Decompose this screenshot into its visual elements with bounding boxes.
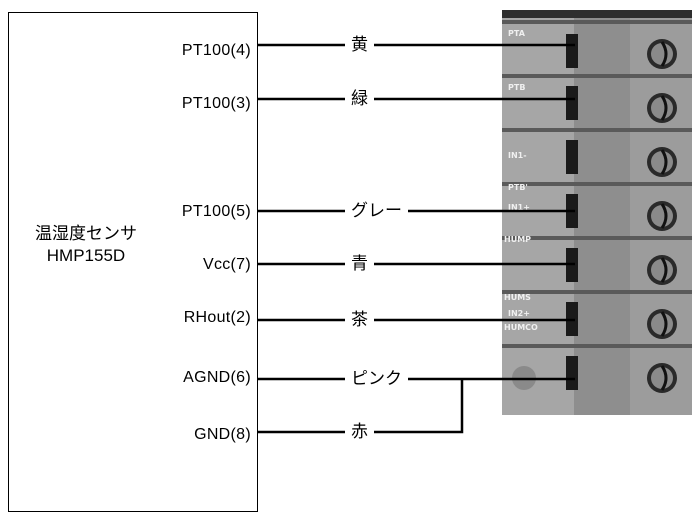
- sensor-box: 温湿度センサ HMP155D PT100(4) PT100(3) PT100(5…: [8, 12, 258, 512]
- wire-color-pink: ピンク: [345, 368, 408, 390]
- wire-color-yellow: 黄: [345, 34, 374, 56]
- terminal-label-in1m: IN1-: [508, 151, 527, 160]
- pin-label-rhout: RHout(2): [183, 309, 251, 326]
- sensor-name: 温湿度センサ HMP155D: [21, 223, 151, 267]
- pin-label-pt100-4: PT100(4): [181, 42, 251, 59]
- pin-label-pt100-3: PT100(3): [181, 95, 251, 112]
- terminal-label-hump: HUMP: [504, 235, 531, 244]
- terminal-label-in2p: IN2+: [508, 309, 530, 318]
- terminal-label-pta: PTA: [508, 29, 526, 38]
- sensor-name-line1: 温湿度センサ: [35, 224, 137, 243]
- wire-color-red: 赤: [345, 421, 374, 443]
- pin-label-pt100-5: PT100(5): [181, 203, 251, 220]
- wire-gnd: [258, 379, 464, 434]
- terminal-label-ptb2: PTB': [508, 183, 528, 192]
- pin-label-agnd: AGND(6): [183, 369, 251, 386]
- terminal-block-image: PTA PTB IN1- PTB' IN1+ HUMP HUMS IN2+ HU…: [502, 10, 692, 415]
- pin-label-gnd: GND(8): [194, 426, 251, 443]
- terminal-label-humco: HUMCO: [504, 323, 538, 332]
- wire-color-gray: グレー: [345, 200, 408, 222]
- terminal-label-hums: HUMS: [504, 293, 531, 302]
- pin-label-vcc: Vcc(7): [202, 256, 251, 273]
- wire-color-green: 緑: [345, 88, 374, 110]
- wire-color-blue: 青: [345, 253, 374, 275]
- sensor-name-line2: HMP155D: [46, 246, 126, 265]
- wire-color-brown: 茶: [345, 309, 374, 331]
- wiring-lines: [258, 43, 575, 434]
- terminal-label-ptb: PTB: [508, 83, 525, 92]
- terminal-label-in1p: IN1+: [508, 203, 530, 212]
